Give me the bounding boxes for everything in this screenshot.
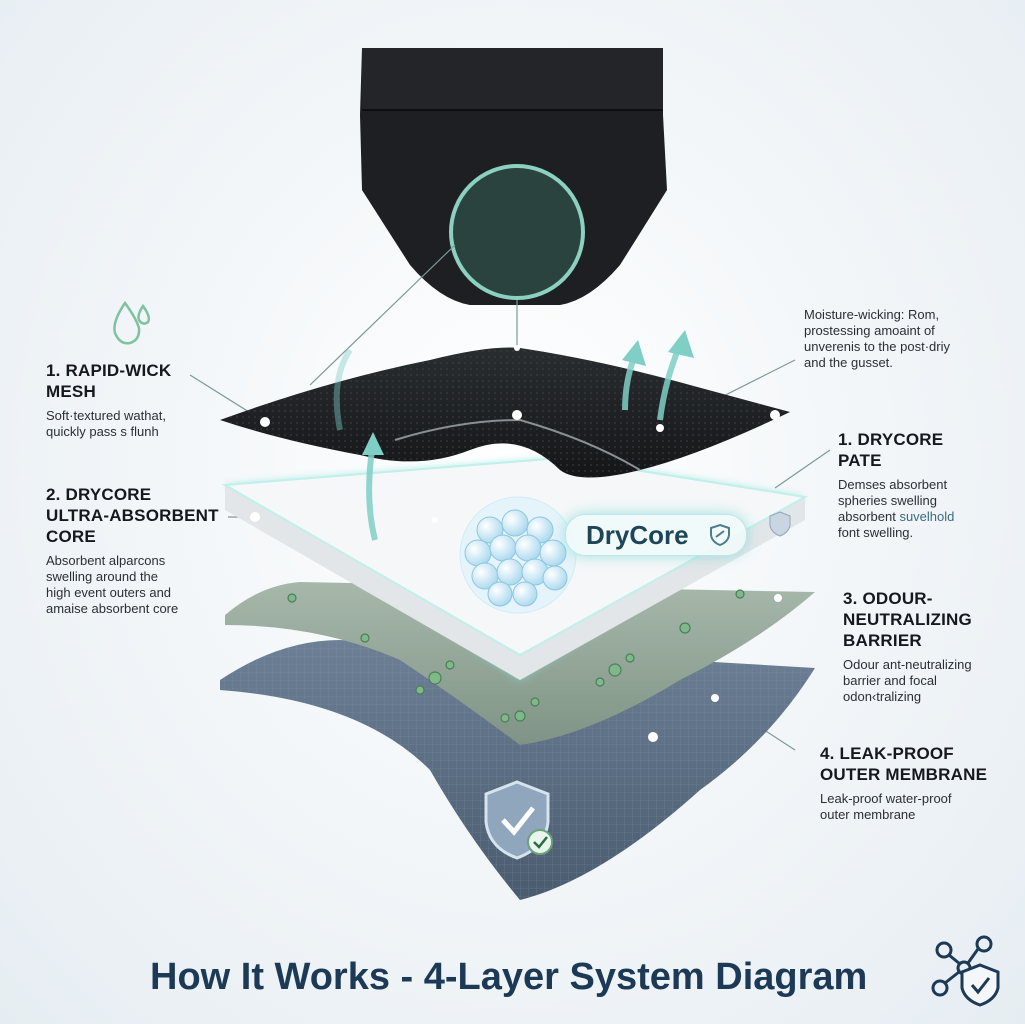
label-heading: NEUTRALIZING	[843, 610, 972, 629]
label-drycore-core: 2. DRYCORE ULTRA-ABSORBENT CORE Absorbent …	[46, 484, 219, 617]
label-heading: 4. LEAK-PROOF	[820, 744, 954, 763]
label-rapid-wick-mesh: 1. RAPID-WICK MESH Soft·textured wathat,q…	[46, 360, 171, 440]
note-text: Moisture-wicking: Rom,	[804, 307, 940, 322]
label-heading: 2. DRYCORE	[46, 485, 152, 504]
absorbent-spheres	[459, 496, 577, 614]
label-desc: swelling around the	[46, 569, 159, 584]
note-text: and the gusset.	[804, 355, 893, 370]
note-text: unverenis to the post·driy	[804, 339, 950, 354]
label-desc: font swelling.	[838, 525, 914, 540]
label-heading: OUTER MEMBRANE	[820, 765, 988, 784]
arrow-heads	[362, 330, 694, 455]
label-desc: barrier and focal	[843, 673, 937, 688]
label-heading: MESH	[46, 382, 96, 401]
drycore-badge-label: DryCore	[586, 520, 689, 550]
label-odour-barrier: 3. ODOUR- NEUTRALIZING BARRIER Odour ant-n…	[843, 588, 972, 705]
label-heading: BARRIER	[843, 631, 922, 650]
note-text: prostessing amoaint of	[804, 323, 935, 338]
shield-icon	[710, 523, 730, 547]
label-heading: 1. DRYCORE	[838, 430, 944, 449]
label-desc: amaise absorbent core	[46, 601, 179, 616]
water-drop-icon	[113, 300, 151, 345]
label-heading: 1. RAPID-WICK	[46, 361, 172, 380]
glow-points	[250, 345, 782, 742]
molecule-icons	[287, 589, 745, 723]
label-desc: Leak-proof water-proof	[820, 791, 952, 806]
label-desc: high event outers and	[46, 585, 172, 600]
garment-illustration	[360, 48, 667, 305]
label-desc-highlight: suvelhold	[899, 509, 955, 524]
label-desc: Demses absorbent	[838, 477, 948, 492]
label-desc: absorbent	[838, 509, 900, 524]
label-desc: Odour ant-neutralizing	[843, 657, 972, 672]
label-leak-proof-membrane: 4. LEAK-PROOF OUTER MEMBRANE Leak-proof w…	[820, 743, 987, 823]
label-desc: Soft·textured wathat,	[46, 408, 166, 423]
label-heading: 3. ODOUR-	[843, 589, 933, 608]
label-desc: odon‹tralizing	[843, 689, 922, 704]
label-heading: ULTRA-ABSORBENT	[46, 506, 219, 525]
page-title: How It Works - 4-Layer System Diagram	[150, 956, 868, 998]
label-desc: quickly pass s flunh	[46, 424, 159, 439]
label-desc: Absorbent alparcons	[46, 553, 166, 568]
drycore-badge: DryCore	[565, 514, 747, 556]
label-heading: CORE	[46, 527, 96, 546]
label-desc: outer membrane	[820, 807, 916, 822]
moisture-wicking-note: Moisture-wicking: Rom,prostessing amoain…	[804, 307, 950, 371]
shield-check-icon	[484, 780, 553, 860]
label-heading: PATE	[838, 451, 882, 470]
label-desc: spheries swelling	[838, 493, 937, 508]
network-shield-icon	[931, 935, 1000, 1007]
small-shield-icon	[769, 511, 791, 537]
